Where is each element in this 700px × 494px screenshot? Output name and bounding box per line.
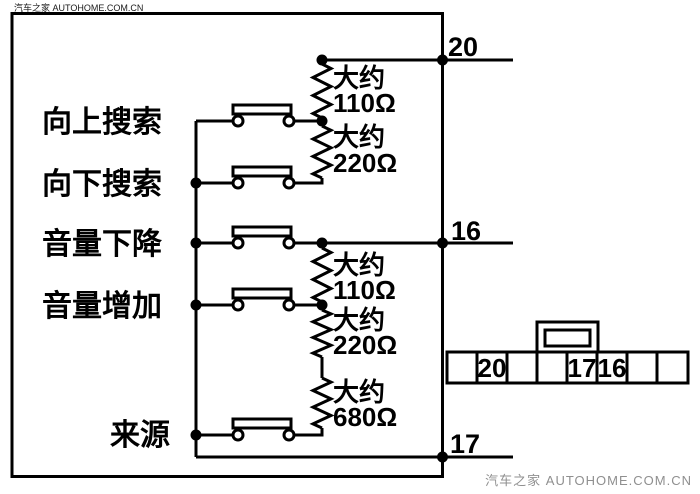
switch-volume-down	[231, 225, 296, 250]
resistor-3-value: 110Ω	[333, 275, 396, 305]
resistor-1-value: 110Ω	[333, 88, 396, 118]
resistor-220-1	[309, 124, 335, 180]
resistor-680	[309, 376, 335, 430]
resistor-4-value: 220Ω	[333, 330, 397, 360]
pin-17-label: 17	[450, 429, 480, 459]
pin-labels: 20 16 17	[448, 32, 481, 459]
resistor-110-1	[309, 62, 335, 120]
label-search-down: 向下搜索	[42, 168, 162, 201]
switch-source	[231, 417, 324, 442]
resistor-chain-top	[309, 54, 335, 180]
resistor-5-prefix: 大约	[333, 377, 385, 407]
switch-search-up	[231, 103, 322, 128]
resistor-1-prefix: 大约	[333, 63, 385, 93]
connector-latch-window	[543, 328, 592, 348]
resistor-2-prefix: 大约	[333, 122, 385, 152]
resistor-2-value: 220Ω	[333, 148, 397, 178]
switch-search-down	[231, 165, 324, 190]
resistor-labels: 大约 110Ω 大约 220Ω 大约 110Ω 大约 220Ω 大约 680Ω	[333, 63, 397, 432]
pin-lines	[294, 54, 513, 463]
pin-20-label: 20	[448, 32, 478, 62]
resistor-110-2	[309, 246, 335, 304]
pin-16-label: 16	[451, 216, 481, 246]
common-bus	[190, 119, 513, 459]
label-source: 来源	[110, 419, 170, 452]
label-search-up: 向上搜索	[42, 106, 162, 139]
label-volume-down: 音量下降	[42, 228, 163, 261]
resistor-3-prefix: 大约	[333, 250, 385, 280]
control-labels: 向上搜索 向下搜索 音量下降 音量增加 来源	[42, 106, 170, 452]
resistor-chain-bottom	[309, 237, 335, 430]
resistor-220-2	[309, 308, 335, 359]
connector-cell-2: 20	[478, 353, 507, 383]
label-volume-up: 音量增加	[42, 290, 162, 323]
connector-cell-5: 17	[568, 353, 597, 383]
connector-cell-6: 16	[598, 353, 627, 383]
switch-volume-up	[231, 287, 322, 312]
watermark-top: 汽车之家 AUTOHOME.COM.CN	[14, 3, 144, 13]
connector-strip: 20 17 16	[445, 320, 690, 385]
resistor-5-value: 680Ω	[333, 402, 397, 432]
resistor-4-prefix: 大约	[333, 305, 385, 335]
watermark-bottom: 汽车之家 AUTOHOME.COM.CN	[485, 473, 692, 488]
